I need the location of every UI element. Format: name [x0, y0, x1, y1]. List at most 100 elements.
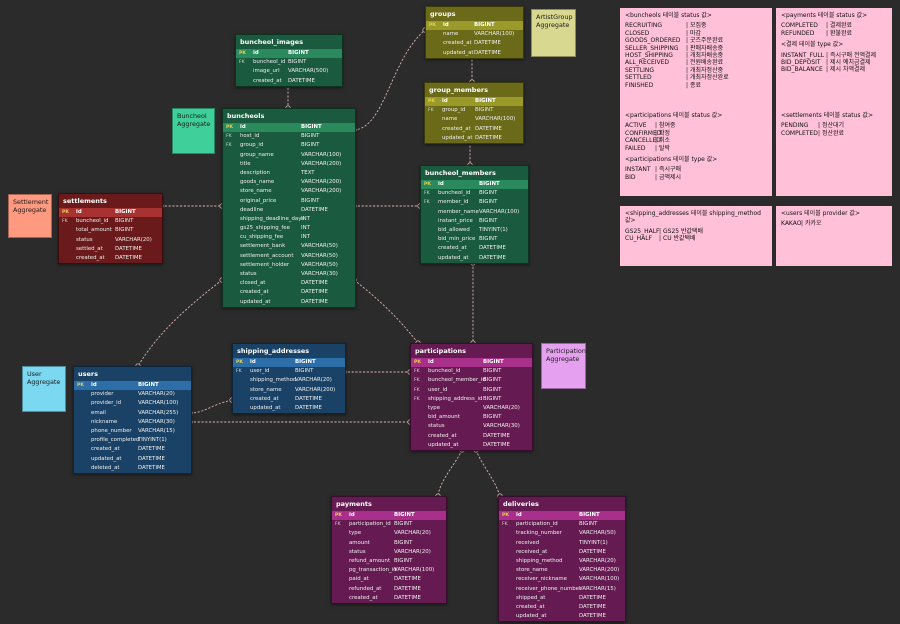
column-type: BIGINT — [394, 539, 413, 546]
column-type: BIGINT — [115, 227, 134, 234]
column-name: id — [240, 124, 246, 130]
table-title: participations — [411, 344, 532, 358]
primary-key-icon: PK — [424, 182, 431, 187]
column-name: original_price — [240, 197, 277, 204]
column-name: id — [438, 181, 444, 187]
column-type: DATETIME — [115, 245, 142, 252]
column-type: BIGINT — [295, 368, 314, 375]
column-name: id — [442, 98, 448, 104]
column-name: created_at — [438, 245, 467, 252]
column-name: deleted_at — [91, 464, 120, 471]
note-item: COMPLETED|정산완료 — [781, 130, 887, 137]
column-name: pg_transaction_id — [349, 567, 397, 574]
column-name: provider_id — [91, 400, 122, 407]
table-row: original_price BIGINT — [223, 197, 355, 206]
note-item-code: BID_BALANCE — [781, 66, 823, 74]
column-type: BIGINT — [475, 107, 494, 114]
note-item-label: 마감 — [690, 29, 702, 37]
primary-key-icon: PK — [414, 360, 421, 365]
column-type: BIGINT — [475, 98, 496, 104]
column-type: DATETIME — [301, 206, 328, 213]
column-type: BIGINT — [579, 512, 600, 518]
column-name: settlement_bank — [240, 243, 286, 250]
column-type: VARCHAR(50) — [579, 530, 616, 537]
note-item: RECRUITING|모집중 — [625, 22, 767, 29]
column-name: updated_at — [250, 404, 281, 411]
column-name: amount — [349, 539, 370, 546]
note-subtitle: <participations 테이블 type 값> — [625, 155, 718, 163]
column-name: buncheol_id — [428, 368, 461, 375]
primary-key-icon: PK — [429, 23, 436, 28]
column-name: id — [250, 359, 256, 365]
column-name: buncheol_id — [253, 59, 286, 66]
column-name: id — [253, 50, 259, 56]
link-participations-payments — [437, 449, 463, 497]
column-type: BIGINT — [301, 142, 320, 149]
column-type: TINYINT(1) — [579, 539, 608, 546]
column-type: DATETIME — [579, 548, 606, 555]
column-type: BIGINT — [579, 521, 598, 528]
column-type: BIGINT — [394, 557, 413, 564]
column-type: BIGINT — [288, 59, 307, 66]
column-name: gs25_shipping_fee — [240, 225, 290, 232]
column-name: refund_amount — [349, 557, 391, 564]
column-name: receiver_phone_number — [516, 585, 582, 592]
foreign-key-icon: FK — [424, 200, 430, 206]
foreign-key-icon: FK — [414, 378, 420, 384]
column-type: VARCHAR(20) — [579, 557, 616, 564]
note-separator: | — [686, 81, 689, 89]
column-type: DATETIME — [483, 432, 510, 439]
note-item-label: 확정 — [659, 129, 671, 137]
column-name: member_name — [438, 208, 479, 215]
column-name: name — [442, 116, 458, 123]
column-type: BIGINT — [301, 124, 322, 130]
column-name: store_name — [516, 567, 548, 574]
column-type: BIGINT — [479, 199, 498, 206]
column-name: title — [240, 160, 251, 167]
foreign-key-icon: FK — [428, 108, 434, 114]
column-type: BIGINT — [301, 197, 320, 204]
column-type: VARCHAR(15) — [579, 585, 616, 592]
note-separator: | — [655, 122, 658, 130]
column-type: VARCHAR(200) — [295, 386, 336, 393]
table-title: buncheol_members — [421, 166, 528, 180]
note-title: <buncheols 테이블 status 값> — [625, 12, 712, 19]
column-type: VARCHAR(20) — [394, 548, 431, 555]
note-item-code: KAKAO — [781, 220, 802, 228]
note-item-label: 전원배송완료 — [690, 59, 724, 67]
column-type: BIGINT — [483, 395, 502, 402]
note-item-code: INSTANT_FULL — [781, 51, 825, 59]
column-type: DATETIME — [138, 446, 165, 453]
table-row: store_name VARCHAR(200) — [499, 566, 625, 575]
column-type: VARCHAR(200) — [579, 567, 620, 574]
note-item: FINISHED|종료 — [625, 82, 767, 89]
column-type: DATETIME — [394, 576, 421, 583]
